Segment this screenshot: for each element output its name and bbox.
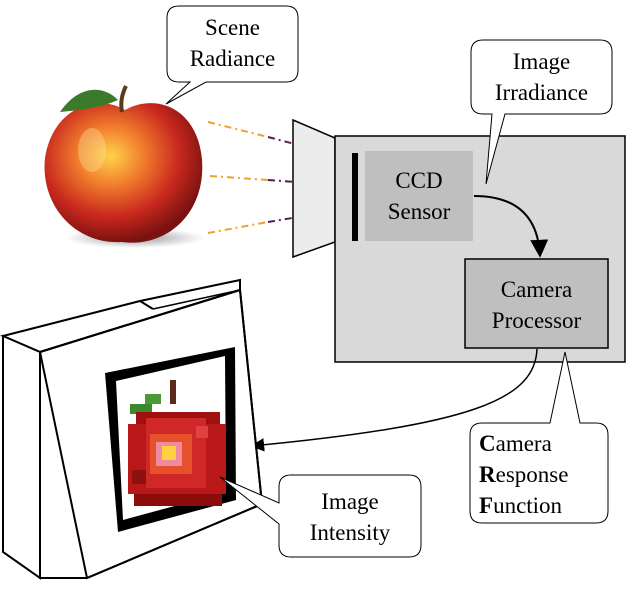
image-intensity-line-2: Intensity <box>309 520 391 545</box>
ccd-sensor-label: CCD Sensor <box>365 165 473 227</box>
image-irradiance-callout <box>470 39 613 185</box>
crf-line-3: Function <box>479 490 604 521</box>
ccd-sensor-line-1: CCD <box>395 168 443 193</box>
apple-icon <box>44 85 205 248</box>
scene-radiance-line-2: Radiance <box>189 46 276 71</box>
crf-initial-f: F <box>479 493 494 518</box>
camera-lens <box>292 118 336 259</box>
image-intensity-label: Image Intensity <box>279 486 421 548</box>
image-irradiance-line-1: Image <box>512 49 571 74</box>
image-irradiance-line-2: Irradiance <box>494 80 589 105</box>
crf-initial-c: C <box>479 431 496 456</box>
ccd-sensor-line-2: Sensor <box>387 199 451 224</box>
camera-processor-line-2: Processor <box>491 308 582 333</box>
pixel-apple-icon <box>128 380 226 506</box>
crf-line-2: Response <box>479 459 604 490</box>
camera-processor-label: Camera Processor <box>465 274 608 336</box>
image-intensity-line-1: Image <box>321 489 379 514</box>
scene-radiance-line-1: Scene <box>205 15 260 40</box>
image-intensity-callout <box>219 474 422 558</box>
crf-callout <box>469 351 609 524</box>
scene-radiance-callout <box>165 5 299 105</box>
crf-rest-3: unction <box>493 493 563 518</box>
processor-to-display-arrow <box>250 348 538 452</box>
crf-rest-1: amera <box>495 431 552 456</box>
crf-label: Camera Response Function <box>479 428 604 521</box>
crf-line-1: Camera <box>479 428 604 459</box>
crf-initial-r: R <box>479 462 496 487</box>
image-irradiance-label: Image Irradiance <box>471 46 612 108</box>
ccd-to-processor-arrow <box>473 195 549 258</box>
crf-rest-2: esponse <box>495 462 569 487</box>
scene-radiance-label: Scene Radiance <box>167 12 298 74</box>
camera-processor-line-1: Camera <box>500 277 573 302</box>
sensor-plate <box>352 153 358 241</box>
camera-processor-box <box>464 258 609 349</box>
ccd-sensor-box <box>365 151 473 241</box>
